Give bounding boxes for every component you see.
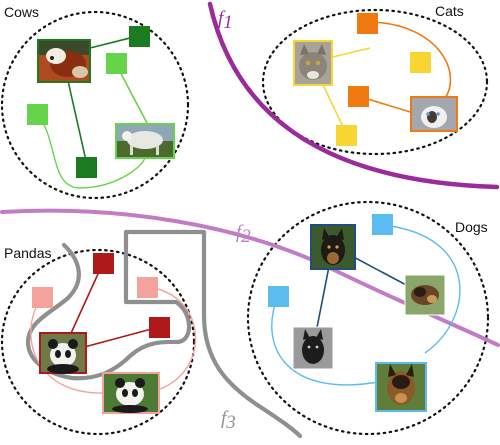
cats-feature-square (336, 125, 357, 146)
pandas-link-curve (30, 296, 106, 394)
dogs-link-curve (381, 224, 461, 354)
dogs-label: Dogs (455, 219, 488, 235)
cats-link-curve (366, 21, 452, 109)
dogs-feature-square (268, 286, 289, 307)
cat-photo (410, 96, 458, 132)
cows-feature-square (76, 157, 97, 178)
dog-photo (310, 224, 356, 270)
pandas-cluster-outline (0, 248, 196, 436)
cats-cluster-outline (261, 8, 489, 156)
cat-photo (293, 40, 333, 86)
cow-photo (115, 123, 175, 159)
pandas-link-curve (147, 286, 197, 393)
pandas-feature-square (32, 287, 53, 308)
cow-photo (37, 39, 91, 83)
boundary-f3-left (25, 242, 192, 381)
panda-photo (102, 372, 160, 414)
cats-feature-square (410, 52, 431, 73)
dogs-cluster-outline (246, 200, 490, 436)
boundary-f3-right (123, 229, 303, 439)
panda-photo (39, 332, 87, 374)
cows-feature-square (27, 104, 48, 125)
dog-photo (404, 274, 446, 316)
cows-feature-square (106, 53, 127, 74)
dog-photo (292, 326, 334, 370)
cows-feature-square (129, 26, 150, 47)
f1-label: f1 (218, 8, 233, 33)
dogs-link-curve (271, 295, 379, 386)
boundary-f1 (207, 1, 500, 190)
cows-link-curve (37, 114, 146, 189)
dog-photo (375, 362, 427, 412)
cows-link (116, 65, 149, 126)
cows-label: Cows (4, 4, 39, 20)
dogs-feature-square (372, 214, 393, 235)
f3-label: f3 (221, 408, 236, 433)
cows-cluster-outline (0, 10, 190, 200)
cats-label: Cats (435, 3, 464, 19)
cats-feature-square (348, 86, 369, 107)
pandas-feature-square (137, 277, 158, 298)
cows-link (65, 71, 88, 166)
boundary-f2 (0, 208, 500, 347)
cats-feature-square (357, 13, 378, 34)
pandas-label: Pandas (4, 245, 51, 261)
f2-label: f2 (236, 222, 251, 247)
pandas-feature-square (149, 317, 170, 338)
pandas-feature-square (93, 253, 114, 274)
